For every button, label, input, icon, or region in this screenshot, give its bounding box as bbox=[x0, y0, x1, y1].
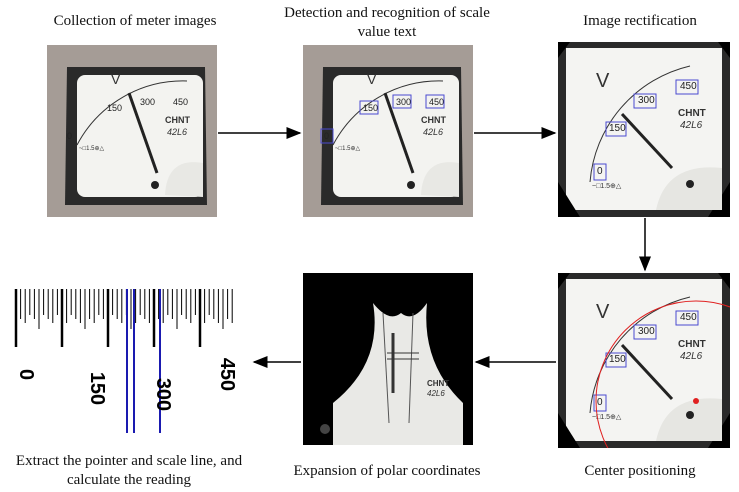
polar-model: 42L6 bbox=[427, 389, 445, 398]
label-collection: Collection of meter images bbox=[53, 13, 217, 29]
meter-unit-label: V bbox=[367, 71, 377, 87]
scale-label-450: 450 bbox=[680, 312, 697, 323]
meter-photo-rectified: V 0 150 300 450 CHNT 42L6 ~□1.5⊕△ bbox=[558, 42, 730, 217]
meter-footer-marks: ~□1.5⊕△ bbox=[79, 146, 105, 152]
scale-label-300: 300 bbox=[638, 326, 655, 337]
meter-unit-label: V bbox=[111, 71, 121, 87]
meter-unit-label: V bbox=[596, 70, 610, 92]
scale-label-450: 450 bbox=[173, 97, 189, 107]
meter-footer-marks: ~□1.5⊕△ bbox=[592, 183, 622, 190]
scale-label-450: 450 bbox=[429, 97, 445, 107]
text-box-450 bbox=[425, 94, 445, 109]
meter-model: 42L6 bbox=[680, 351, 703, 362]
meter-model: 42L6 bbox=[423, 127, 444, 137]
meter-brand: CHNT bbox=[678, 339, 706, 350]
scale-label-0: 0 bbox=[67, 131, 73, 141]
meter-brand: CHNT bbox=[421, 115, 446, 125]
fitted-circle bbox=[595, 300, 730, 448]
scale-line-extraction: 0 150 300 450 bbox=[4, 283, 248, 438]
meter-brand: CHNT bbox=[678, 108, 706, 119]
meter-footer-marks: ~□1.5⊕△ bbox=[335, 146, 361, 152]
scale-label-450: 450 bbox=[680, 81, 697, 92]
meter-footer-marks: ~□1.5⊕△ bbox=[592, 414, 622, 421]
meter-photo-original: V 0 150 300 450 CHNT 42L6 ~□1.5⊕△ bbox=[47, 45, 217, 217]
text-box-150 bbox=[605, 121, 627, 137]
text-box-150 bbox=[605, 352, 627, 368]
text-box-300 bbox=[392, 94, 412, 109]
text-box-150 bbox=[359, 100, 379, 115]
text-box-450 bbox=[675, 310, 699, 326]
scale-label-300: 300 bbox=[140, 97, 156, 107]
scale-label-150: 150 bbox=[609, 354, 626, 365]
label-detection: Detection and recognition of scale value… bbox=[284, 5, 490, 40]
scale-label-0: 0 bbox=[597, 166, 603, 177]
meter-photo-detection: V 0 150 300 450 CHNT 42L6 ~□1.5⊕△ bbox=[303, 45, 473, 217]
scale-label-0: 0 bbox=[597, 397, 603, 408]
label-polar-expansion: Expansion of polar coordinates bbox=[293, 463, 481, 479]
scale-label-300: 300 bbox=[396, 97, 412, 107]
text-box-0 bbox=[593, 394, 607, 412]
label-rectification: Image rectification bbox=[583, 13, 697, 29]
label-center-positioning: Center positioning bbox=[584, 463, 696, 479]
meter-model: 42L6 bbox=[680, 120, 703, 131]
meter-model: 42L6 bbox=[167, 127, 188, 137]
text-box-0 bbox=[593, 163, 607, 181]
meter-photo-center: V 0 150 300 450 CHNT 42L6 ~□1.5⊕△ bbox=[558, 273, 730, 448]
polar-brand: CHNT bbox=[427, 379, 450, 388]
center-point bbox=[693, 398, 699, 404]
label-extract-reading: Extract the pointer and scale line, and … bbox=[15, 453, 243, 488]
meter-unit-label: V bbox=[596, 301, 610, 323]
text-box-300 bbox=[633, 93, 657, 109]
text-box-300 bbox=[633, 324, 657, 340]
scale-label-150: 150 bbox=[363, 103, 379, 113]
scale-label-150: 150 bbox=[609, 123, 626, 134]
meter-brand: CHNT bbox=[165, 115, 190, 125]
scale-label-0: 0 bbox=[324, 131, 330, 141]
scale-label-300: 300 bbox=[638, 95, 655, 106]
text-box-0 bbox=[320, 128, 334, 144]
scale-label-150: 150 bbox=[107, 103, 123, 113]
polar-expansion-image: CHNT 42L6 bbox=[303, 273, 473, 445]
text-box-450 bbox=[675, 79, 699, 95]
